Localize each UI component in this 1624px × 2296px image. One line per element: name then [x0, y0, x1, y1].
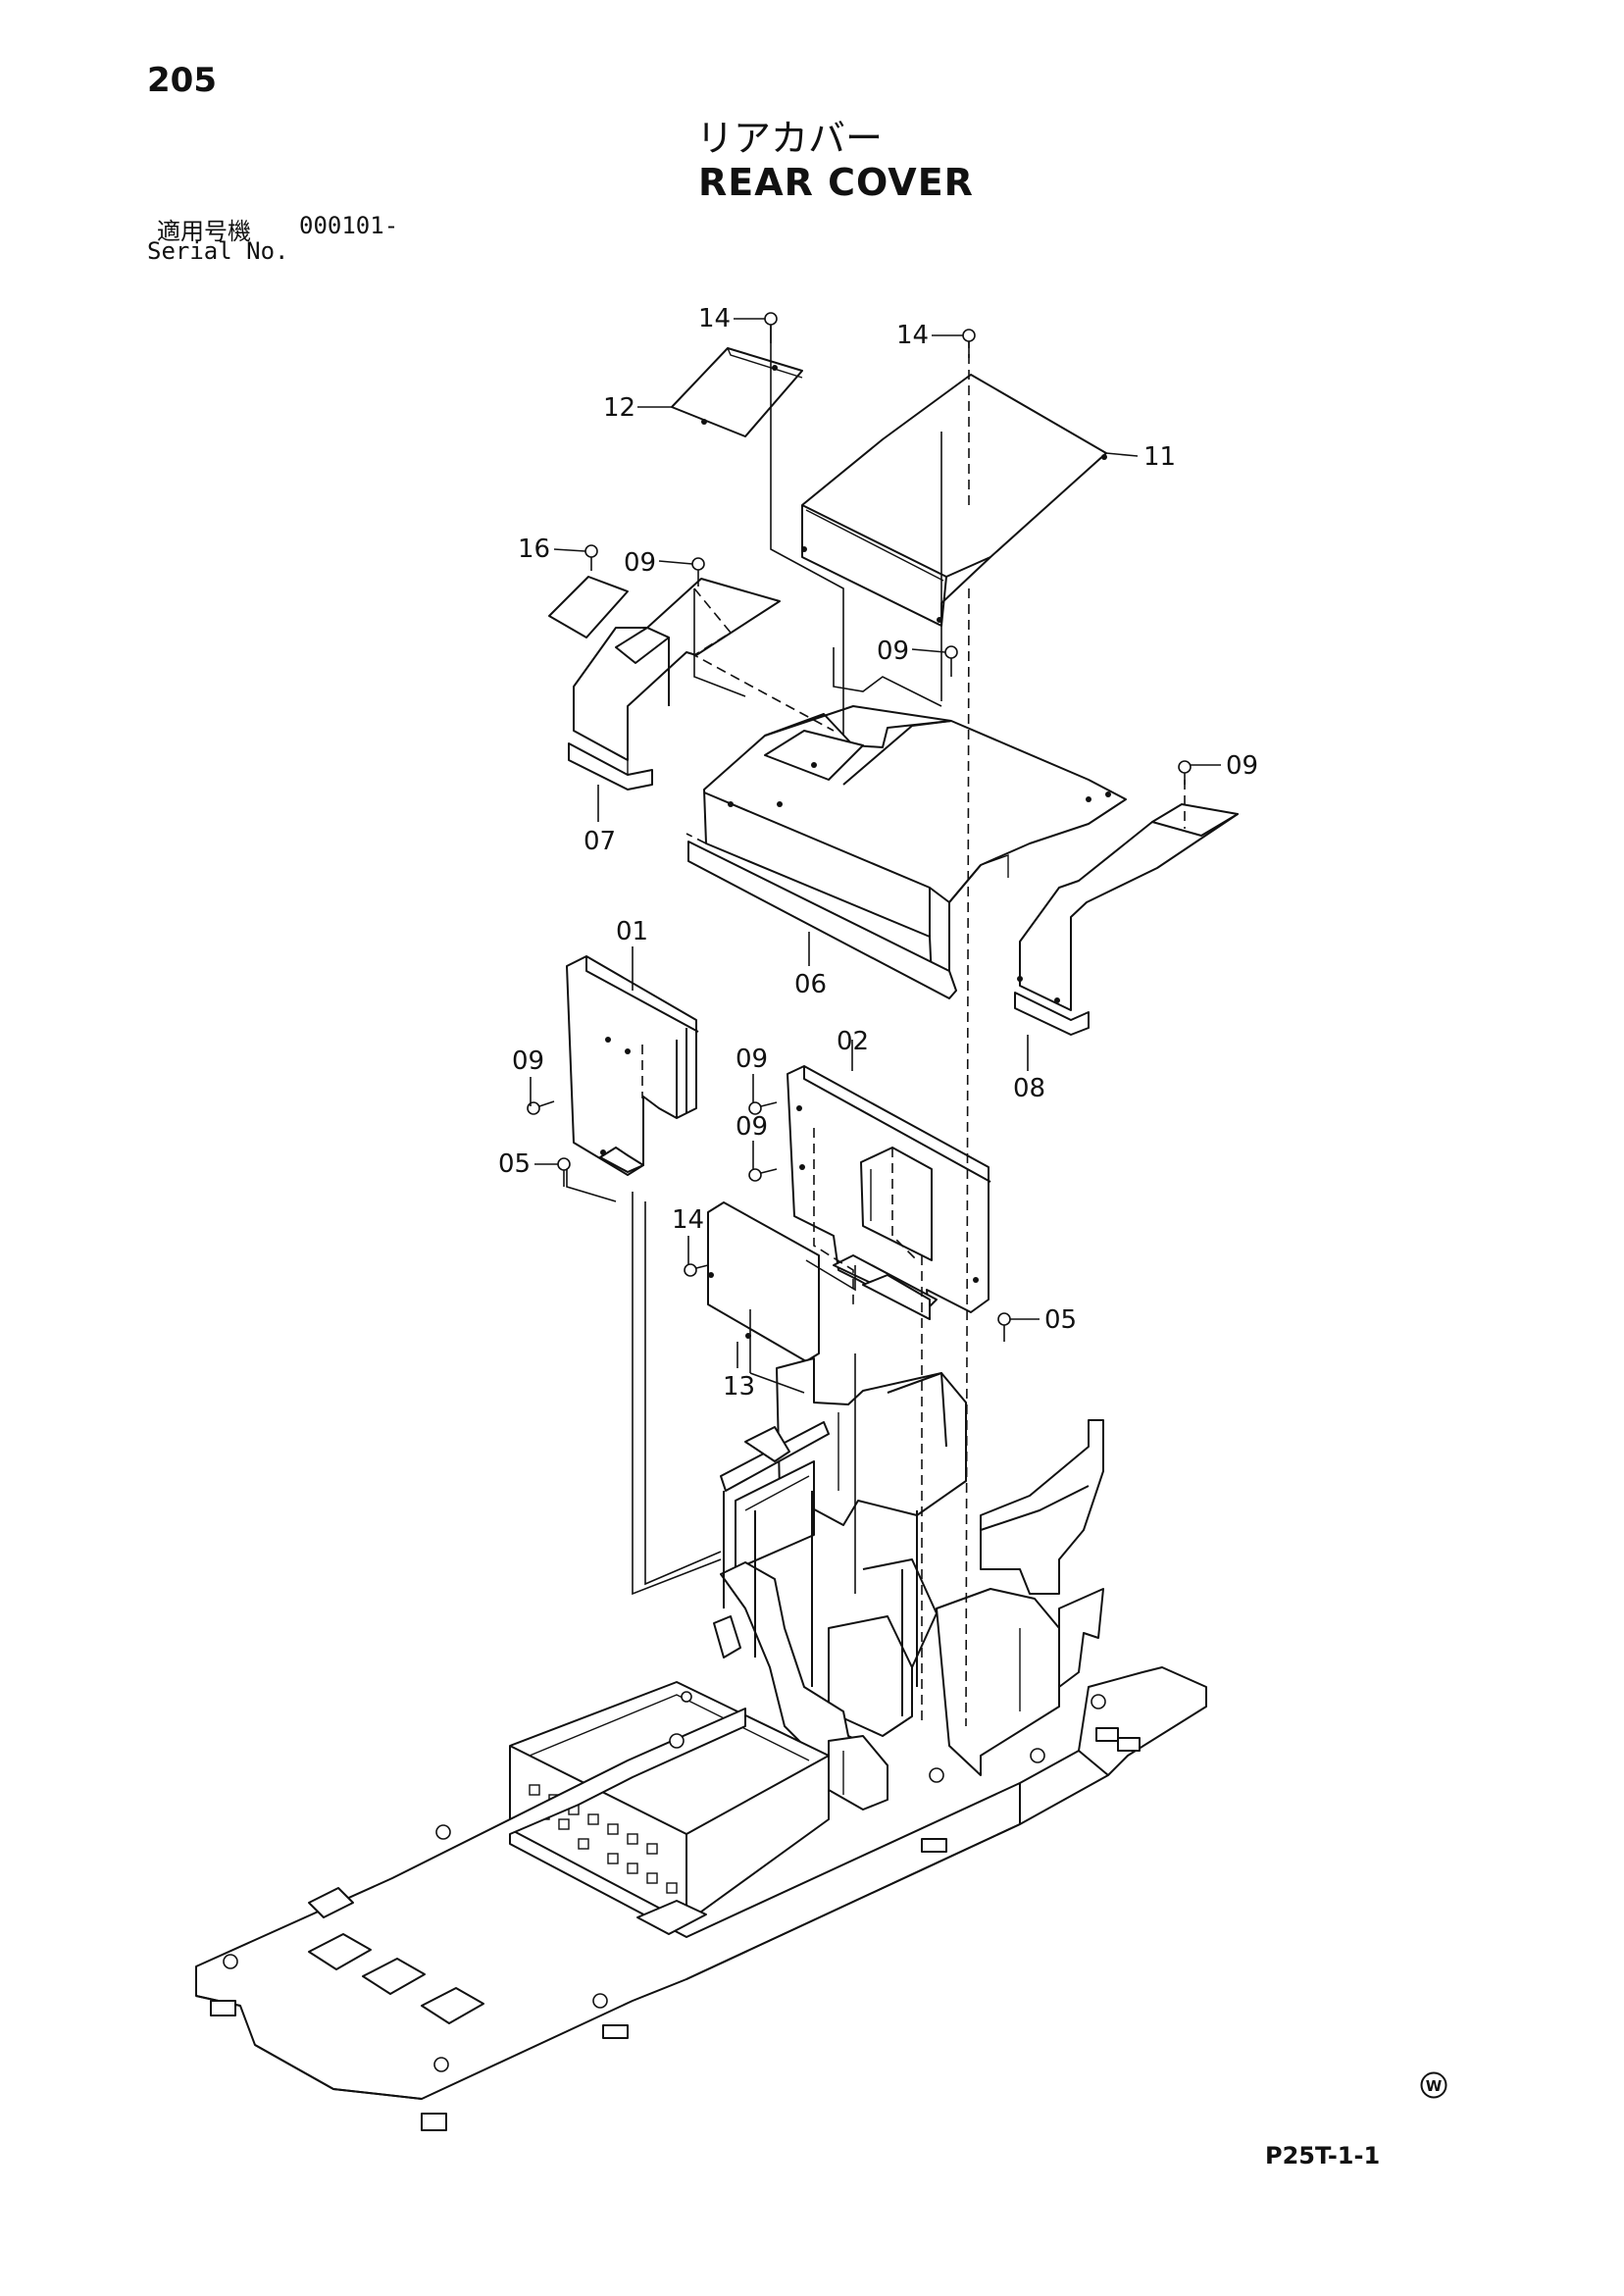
- callout-06: 06: [794, 970, 827, 999]
- bolt-16-icon: [584, 544, 598, 571]
- drawing-code: P25T-1-1: [1265, 2142, 1381, 2169]
- title-english: REAR COVER: [698, 161, 974, 204]
- part-01-left-panel: [566, 955, 699, 1176]
- callout-09b: 09: [877, 637, 909, 666]
- electrical-box: [509, 1681, 830, 1923]
- part-11-upper-cover: [801, 374, 1107, 627]
- title-japanese: リアカバー: [696, 117, 884, 160]
- callout-14c: 14: [672, 1205, 704, 1235]
- callout-09d: 09: [512, 1046, 544, 1076]
- part-08-right-side-cover: [1014, 803, 1239, 1036]
- callout-09f: 09: [736, 1112, 768, 1142]
- callout-13: 13: [723, 1372, 755, 1402]
- bolt-14a-icon: [764, 312, 778, 343]
- callout-01: 01: [616, 917, 648, 946]
- serial-label-english: Serial No.: [147, 237, 289, 265]
- bolt-05a-icon: [557, 1157, 571, 1187]
- bolt-09c-icon: [1178, 760, 1192, 785]
- w-mark-icon: W: [1420, 2071, 1447, 2099]
- callout-09e: 09: [736, 1045, 768, 1074]
- bolt-09b-icon: [944, 645, 958, 677]
- base-frame-plate: [195, 1666, 1207, 2131]
- bolt-09d-icon: [527, 1100, 555, 1115]
- bolt-14c-icon: [684, 1263, 709, 1277]
- callout-02: 02: [837, 1027, 869, 1056]
- w-mark-letter: W: [1426, 2077, 1443, 2095]
- routing-lines: [566, 324, 942, 1596]
- serial-label-japanese: 適用号機: [157, 218, 251, 245]
- callout-05a: 05: [498, 1149, 531, 1179]
- callout-labels: 14 14 12 11 16 09 09 09 07 06 08 01 09 0…: [498, 304, 1258, 1402]
- part-16-plate: [548, 576, 629, 638]
- assembly-dashed-lines: [641, 338, 1186, 1727]
- bolt-05b-icon: [997, 1312, 1011, 1342]
- serial-value: 000101-: [299, 212, 399, 239]
- callout-07: 07: [584, 827, 616, 856]
- part-12-plate: [671, 347, 803, 437]
- callout-16: 16: [518, 535, 550, 564]
- callout-09c: 09: [1226, 751, 1258, 781]
- callout-08: 08: [1013, 1074, 1045, 1103]
- callout-14a: 14: [698, 304, 731, 333]
- part-13-access-plate: [707, 1201, 820, 1362]
- bolt-09f-icon: [748, 1168, 778, 1182]
- callout-14b: 14: [896, 321, 929, 350]
- part-06-main-rear-cover: [687, 705, 1127, 999]
- fasteners: [527, 312, 1192, 1342]
- page-number: 205: [147, 61, 217, 100]
- part-07-left-side-cover: [568, 578, 781, 791]
- callout-11: 11: [1143, 442, 1176, 472]
- callout-09a: 09: [624, 548, 656, 578]
- bolt-09e-icon: [748, 1101, 778, 1115]
- callout-leaders: [530, 318, 1221, 1368]
- callout-05b: 05: [1044, 1305, 1077, 1335]
- frame-assembly: [713, 1357, 1104, 1811]
- callout-12: 12: [603, 393, 635, 423]
- bolt-14b-icon: [962, 329, 976, 358]
- part-02-right-panel: [787, 1065, 991, 1320]
